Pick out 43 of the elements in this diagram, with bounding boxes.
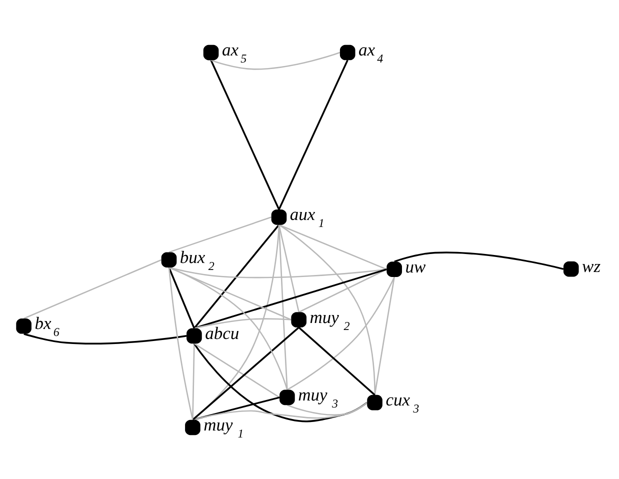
- node-label: abcu: [205, 322, 240, 342]
- node-label: bx$_{6}$: [34, 312, 60, 339]
- connector: [286, 276, 395, 390]
- node-label: muy$_{1}$: [204, 414, 244, 440]
- connector: [192, 396, 280, 420]
- connector: [168, 266, 292, 320]
- connector: [168, 216, 272, 252]
- connector: [168, 266, 195, 328]
- connector: [193, 342, 368, 422]
- connector: [278, 224, 288, 390]
- node-label: cux$_{3}$: [386, 389, 420, 416]
- connector: [278, 59, 348, 210]
- connector: [194, 342, 280, 398]
- connector: [24, 258, 162, 319]
- connector: [394, 251, 564, 270]
- connector: [278, 224, 300, 312]
- connector: [210, 59, 280, 210]
- connector: [194, 224, 280, 328]
- node-label: muy$_{3}$: [298, 384, 338, 410]
- connector: [168, 266, 387, 278]
- node-label: ax$_{5}$: [222, 39, 247, 66]
- connector: [374, 276, 395, 395]
- connector: [210, 51, 340, 70]
- node-label: ax$_{4}$: [358, 39, 384, 66]
- node-label: uw: [405, 256, 426, 276]
- node-label: muy$_{2}$: [310, 306, 350, 332]
- node-label: wz: [582, 256, 601, 276]
- node-label: bux$_{2}$: [180, 246, 214, 272]
- connector: [298, 326, 376, 396]
- connector: [278, 224, 376, 394]
- connector: [192, 224, 280, 420]
- connector: [192, 343, 195, 420]
- connector: [287, 402, 368, 416]
- connector: [298, 268, 387, 312]
- connector: [192, 326, 300, 420]
- connector: [168, 266, 288, 390]
- node-label: aux$_{1}$: [290, 204, 324, 230]
- connector: [278, 224, 387, 270]
- connector: [194, 318, 292, 328]
- connector: [168, 266, 194, 420]
- connector: [24, 332, 187, 344]
- connector: [194, 268, 387, 329]
- connector: [192, 402, 368, 420]
